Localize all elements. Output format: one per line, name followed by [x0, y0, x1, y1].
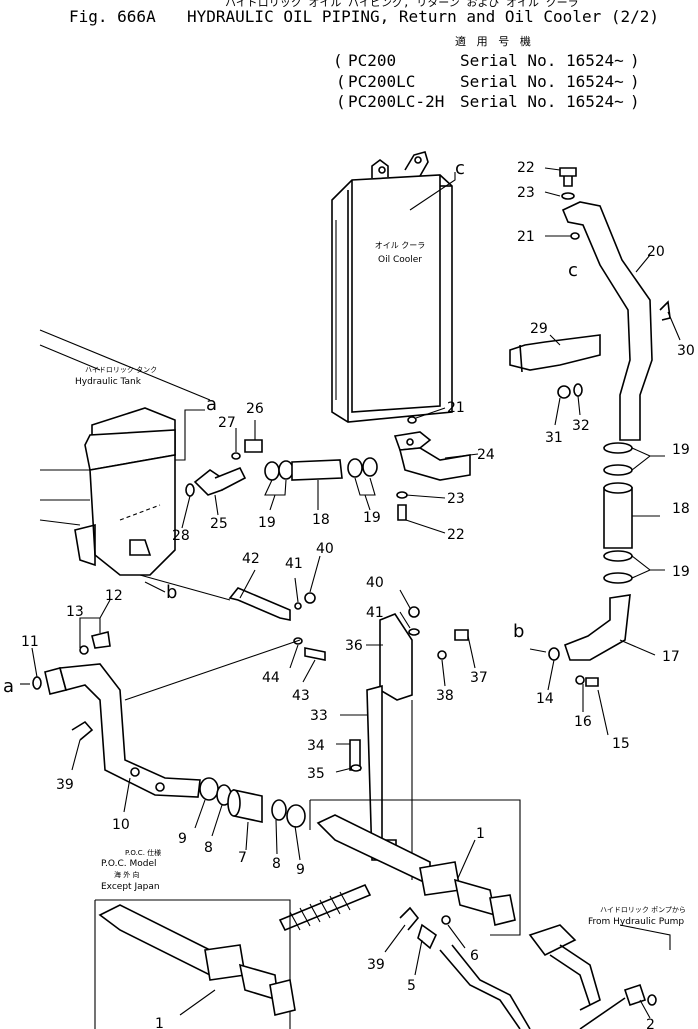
poc-en-label: P.O.C. Model: [101, 859, 157, 869]
model-row-close-paren: ): [630, 92, 640, 111]
model-row-open-paren: (: [333, 51, 343, 70]
except-en-label: Except Japan: [101, 882, 160, 892]
fig-number: Fig. 666A: [69, 7, 156, 26]
callout-22: 22: [447, 527, 465, 543]
japanese-title: ハイドロリック オイル パイピング, リターン および オイル クーラ: [225, 0, 579, 9]
model-serial: Serial No. 16524~: [460, 72, 624, 91]
callout-36: 36: [345, 638, 363, 654]
callout-37: 37: [470, 670, 488, 686]
callout-10: 10: [112, 817, 130, 833]
callout-7: 7: [238, 850, 247, 866]
callout-19: 19: [363, 510, 381, 526]
callout-18: 18: [312, 512, 330, 528]
model-name: PC200LC: [348, 72, 416, 91]
hydraulic-tank-jp-label: ハイドロリック タンク: [85, 365, 157, 374]
lower-return-line: a: [3, 631, 306, 828]
callout-33: 33: [310, 708, 328, 724]
callout-31: 31: [545, 430, 563, 446]
callout-44: 44: [262, 670, 280, 686]
callout-27: 27: [218, 415, 236, 431]
upper-return-line: [185, 416, 471, 521]
callout-35: 35: [307, 766, 325, 782]
callout-40: 40: [366, 575, 384, 591]
callout-19: 19: [672, 442, 690, 458]
callout-21: 21: [447, 400, 465, 416]
poc-jp-label: P.O.C. 仕様: [125, 848, 161, 857]
applicability-heading: 適 用 号 機: [455, 35, 533, 48]
callout-42: 42: [242, 551, 260, 567]
callout-1: 1: [155, 1016, 164, 1029]
callout-21: 21: [517, 229, 535, 245]
model-serial: Serial No. 16524~: [460, 92, 624, 111]
callout-39: 39: [367, 957, 385, 973]
callout-2: 2: [646, 1017, 655, 1029]
ref-c-top: c: [455, 158, 465, 179]
oil-cooler-jp-label: オイル クーラ: [375, 241, 426, 250]
callout-6: 6: [470, 948, 479, 964]
callout-19: 19: [258, 515, 276, 531]
callout-8: 8: [204, 840, 213, 856]
callout-16: 16: [574, 714, 592, 730]
hydraulic-tank-en-label: Hydraulic Tank: [75, 377, 142, 387]
ref-a-left: a: [3, 676, 14, 697]
model-serial: Serial No. 16524~: [460, 51, 624, 70]
callout-5: 5: [407, 978, 416, 994]
callout-12: 12: [105, 588, 123, 604]
pump-en-label: From Hydraulic Pump: [588, 917, 684, 927]
callout-32: 32: [572, 418, 590, 434]
callout-28: 28: [172, 528, 190, 544]
model-name: PC200: [348, 51, 397, 70]
ref-b-tank: b: [166, 582, 177, 603]
model-name: PC200LC-2H: [348, 92, 445, 111]
ref-c-right: c: [568, 260, 578, 281]
callout-1: 1: [476, 826, 485, 842]
model-row-open-paren: (: [336, 92, 346, 111]
model-row-close-paren: ): [630, 51, 640, 70]
callout-9: 9: [178, 831, 187, 847]
callout-11: 11: [21, 634, 39, 650]
oil-cooler: [331, 151, 453, 423]
callout-19: 19: [672, 564, 690, 580]
callout-41: 41: [285, 556, 303, 572]
callout-30: 30: [677, 343, 695, 359]
callout-23: 23: [447, 491, 465, 507]
model-row-open-paren: (: [336, 72, 346, 91]
brackets: [228, 587, 469, 880]
callouts: 22 23 21 20 29 30 31 32 19 18 19 17 14 1…: [21, 160, 695, 1029]
ref-b-right: b: [513, 621, 524, 642]
callout-40: 40: [316, 541, 334, 557]
poc-inset: [94, 883, 372, 1029]
hydraulic-tank: [39, 329, 231, 601]
callout-25: 25: [210, 516, 228, 532]
callout-9: 9: [296, 862, 305, 878]
callout-14: 14: [536, 691, 554, 707]
leader-lines: [31, 167, 681, 1019]
callout-23: 23: [517, 185, 535, 201]
callout-34: 34: [307, 738, 325, 754]
callout-15: 15: [612, 736, 630, 752]
pump-jp-label: ハイドロリック ポンプから: [600, 906, 686, 914]
callout-18: 18: [672, 501, 690, 517]
callout-29: 29: [530, 321, 548, 337]
callout-8: 8: [272, 856, 281, 872]
model-row-close-paren: ): [630, 72, 640, 91]
except-jp-label: 海 外 向: [114, 870, 139, 879]
callout-22: 22: [517, 160, 535, 176]
callout-24: 24: [477, 447, 495, 463]
ref-a-tank: a: [206, 394, 217, 415]
callout-13: 13: [66, 604, 84, 620]
callout-26: 26: [246, 401, 264, 417]
right-side-line: [509, 167, 671, 687]
callout-17: 17: [662, 649, 680, 665]
callout-38: 38: [436, 688, 454, 704]
oil-cooler-en-label: Oil Cooler: [378, 255, 422, 265]
return-pipe-assembly: [309, 799, 671, 1029]
callout-20: 20: [647, 244, 665, 260]
callout-41: 41: [366, 605, 384, 621]
callout-43: 43: [292, 688, 310, 704]
callout-39: 39: [56, 777, 74, 793]
page-title: HYDRAULIC OIL PIPING, Return and Oil Coo…: [187, 7, 660, 26]
